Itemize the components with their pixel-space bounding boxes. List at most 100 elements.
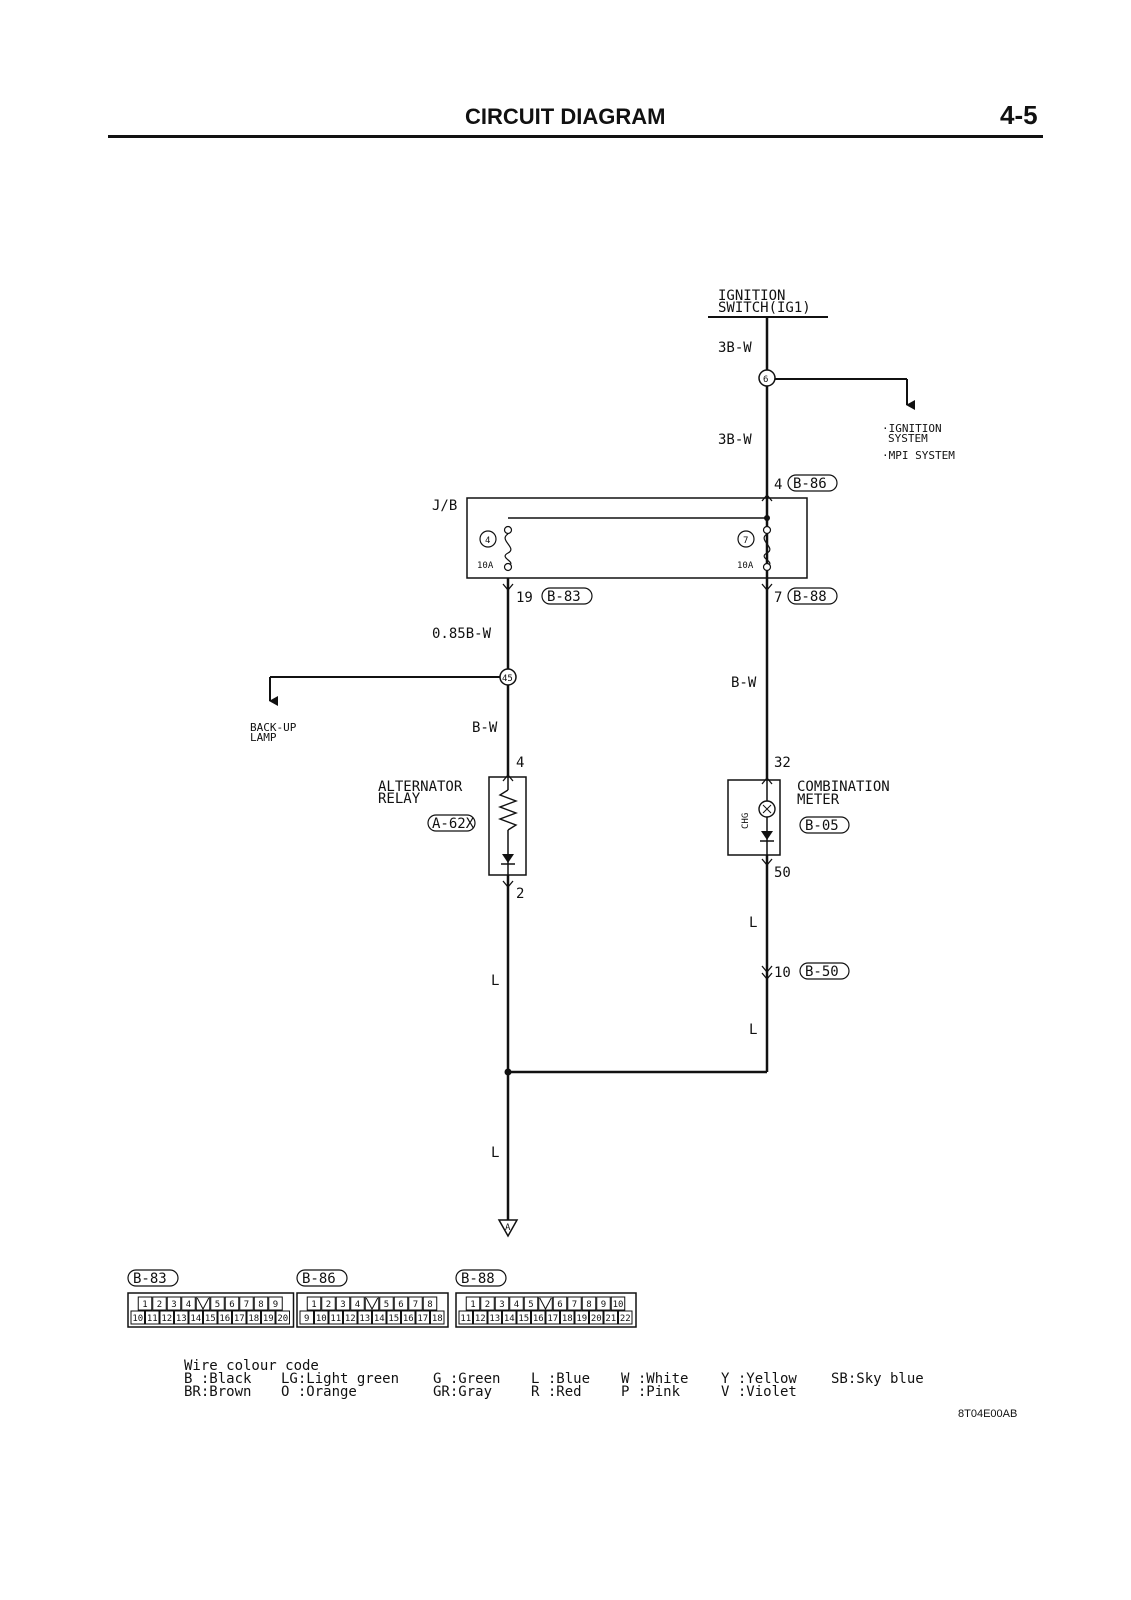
pin-number: 7: [244, 1300, 249, 1310]
legend-orange: O :Orange: [281, 1384, 357, 1400]
wire-3bw-top: 3B-W: [718, 340, 752, 356]
pin-number: 16: [533, 1314, 544, 1324]
pin-number: 2: [326, 1300, 331, 1310]
pin-number: 11: [460, 1314, 471, 1324]
pin-cavity: [130, 1310, 145, 1325]
pin-cavity: [596, 1296, 611, 1311]
blank-cavity-mark: [539, 1297, 552, 1311]
pin-cavity: [350, 1296, 365, 1311]
legend-white: W :White: [621, 1371, 689, 1387]
relay-diode-icon: [502, 854, 514, 863]
pin-cavity: [306, 1296, 322, 1311]
pin-cavity: [181, 1296, 196, 1311]
wire-l-1: L: [749, 915, 757, 931]
pin-cavity: [268, 1296, 283, 1311]
pin-number: 18: [248, 1314, 259, 1324]
pin-cavity: [372, 1310, 387, 1325]
pin-cavity: [523, 1296, 539, 1311]
pin-number: 3: [499, 1300, 504, 1310]
pin-cavity: [589, 1310, 604, 1325]
pin-number: 7: [572, 1300, 577, 1310]
pin-number: 18: [432, 1314, 443, 1324]
conn-a62x-tag: [427, 814, 476, 832]
fuse-4-id-label: 4: [485, 536, 490, 546]
pin-number: 19: [576, 1314, 587, 1324]
ignition-switch-label-2: SWITCH(IG1): [718, 300, 811, 316]
pin-cavity: [379, 1296, 394, 1311]
pin-cavity: [415, 1310, 430, 1325]
pin-number: 8: [427, 1300, 432, 1310]
fuse-7-element: [763, 533, 771, 567]
header-rule: [108, 135, 1043, 138]
pin-cavity: [502, 1310, 517, 1325]
pin-10: 10: [774, 965, 791, 981]
pin-number: 6: [557, 1300, 562, 1310]
pin-cavity: [152, 1296, 167, 1311]
connector-tag-B-86: [296, 1269, 348, 1287]
pin-cavity: [494, 1296, 510, 1311]
pin-number: 10: [613, 1300, 624, 1310]
pin-cavity: [516, 1310, 531, 1325]
pin-cavity: [473, 1310, 488, 1325]
fuse-4-id: [479, 530, 497, 548]
pin-number: 11: [147, 1314, 158, 1324]
pin-number: 1: [142, 1300, 147, 1310]
terminal-a-icon: [497, 1219, 519, 1238]
page-title: CIRCUIT DIAGRAM: [465, 104, 666, 129]
pin-cavity: [239, 1296, 254, 1311]
pin-cavity: [560, 1310, 575, 1325]
pin-mark-b50: [761, 965, 773, 974]
wire-l-2: L: [749, 1022, 757, 1038]
conn-b83-tag: [541, 587, 593, 605]
legend-red: R :Red: [531, 1384, 582, 1400]
pin-cavity: [261, 1310, 276, 1325]
splice-45-label: 45: [502, 674, 513, 684]
conn-b88-label: B-88: [793, 589, 827, 605]
legend-brown: BR:Brown: [184, 1384, 252, 1400]
pin-cavity: [314, 1310, 329, 1325]
legend-pink: P :Pink: [621, 1384, 681, 1400]
pin-number: 1: [311, 1300, 316, 1310]
pin-4: 4: [774, 477, 782, 493]
pin-7: 7: [774, 590, 782, 606]
relay-pin-2: 2: [516, 886, 524, 902]
pin-cavity: [480, 1296, 495, 1311]
pin-number: 4: [186, 1300, 191, 1310]
pin-number: 5: [384, 1300, 389, 1310]
meter-pin-32: 32: [774, 755, 791, 771]
pin-number: 9: [601, 1300, 606, 1310]
wire-3bw-mid: 3B-W: [718, 432, 752, 448]
pin-19: 19: [516, 590, 533, 606]
pin-number: 17: [547, 1314, 558, 1324]
pin-cavity: [603, 1310, 618, 1325]
jb-bus-node: [764, 515, 770, 521]
pin-number: 7: [413, 1300, 418, 1310]
pin-cavity: [545, 1310, 560, 1325]
pin-mark-relay-top: [502, 773, 514, 782]
legend-blue: L :Blue: [531, 1371, 591, 1387]
pin-number: 15: [205, 1314, 216, 1324]
page-number: 4-5: [1000, 100, 1038, 130]
pin-cavity: [422, 1296, 438, 1311]
conn-b05-label: B-05: [805, 818, 839, 834]
meter-diode-icon: [761, 831, 773, 840]
pin-number: 3: [340, 1300, 345, 1310]
pin-cavity: [509, 1296, 524, 1311]
ignition-switch-label-1: IGNITION: [718, 288, 785, 304]
pin-number: 5: [215, 1300, 220, 1310]
legend-sky-blue: SB:Sky blue: [831, 1371, 924, 1387]
pin-number: 1: [470, 1300, 475, 1310]
ignition-target-1: ·IGNITION: [882, 422, 942, 435]
pin-number: 16: [219, 1314, 230, 1324]
combination-meter-label-1: COMBINATION: [797, 779, 890, 795]
pin-cavity: [335, 1296, 351, 1311]
pin-cavity: [210, 1296, 225, 1311]
pin-cavity: [458, 1310, 473, 1325]
pin-number: 16: [403, 1314, 414, 1324]
pin-cavity: [618, 1310, 633, 1325]
pin-cavity: [357, 1310, 372, 1325]
relay-pin-4: 4: [516, 755, 524, 771]
pin-number: 13: [359, 1314, 370, 1324]
pin-cavity: [408, 1296, 423, 1311]
legend-light-green: LG:Light green: [281, 1371, 400, 1387]
